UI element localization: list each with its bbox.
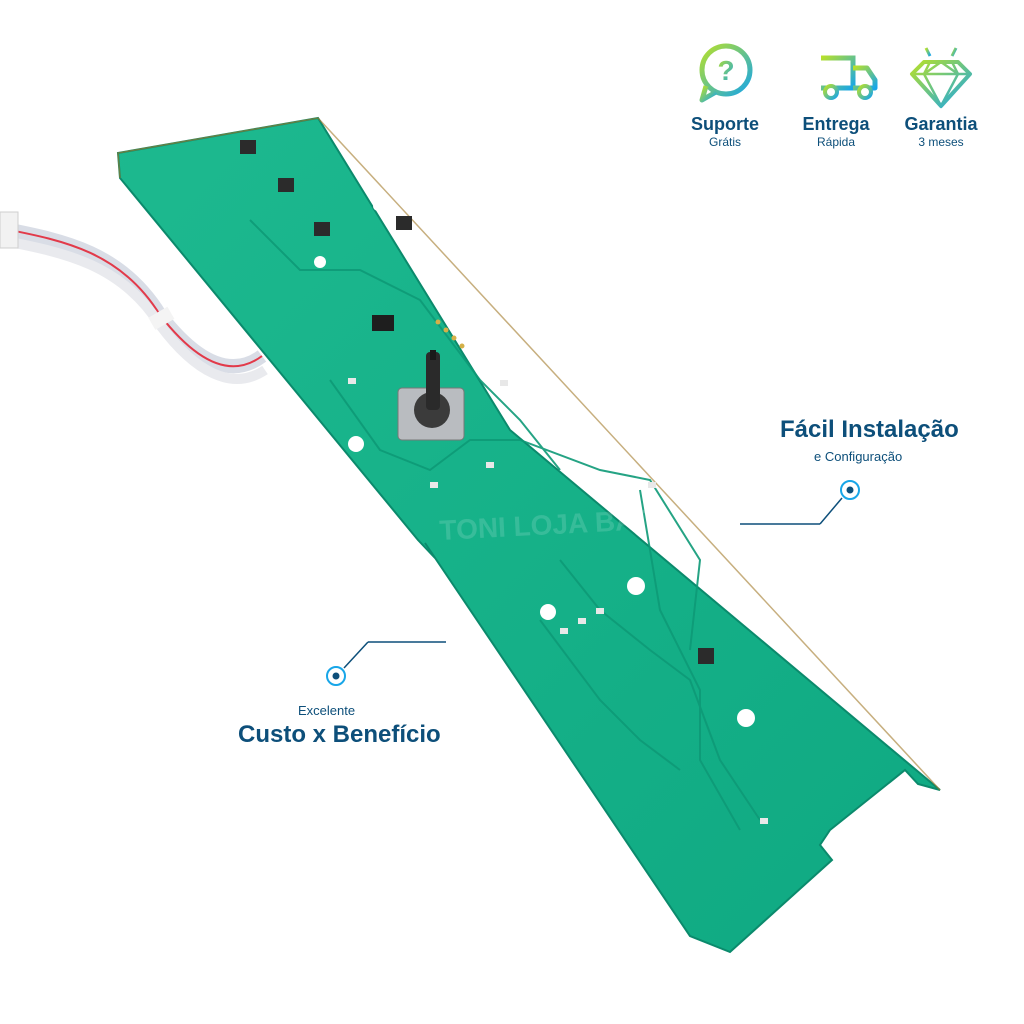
cost-pointer	[326, 641, 446, 686]
svg-text:?: ?	[717, 55, 734, 86]
delivery-truck-icon	[801, 40, 878, 110]
feature-delivery: Entrega Rápida	[781, 40, 891, 149]
pcb-board	[116, 116, 941, 954]
feature-subtitle: 3 meses	[918, 135, 964, 149]
feature-title: Suporte	[690, 114, 759, 134]
feature-title: Garantia	[904, 114, 978, 134]
installation-subtitle: e Configuração	[814, 449, 903, 464]
chat-question-icon: ?	[690, 40, 760, 110]
feature-subtitle: Grátis	[708, 135, 741, 149]
diamond-icon	[906, 40, 976, 110]
installation-pointer	[740, 480, 860, 525]
feature-support: ? Suporte Grátis	[670, 40, 780, 149]
wire-harness	[0, 211, 268, 384]
feature-title: Entrega	[802, 114, 870, 134]
feature-warranty: Garantia 3 meses	[886, 40, 996, 149]
feature-subtitle: Rápida	[816, 135, 856, 149]
installation-title: Fácil Instalação	[780, 416, 959, 443]
cost-title: Custo x Benefício	[238, 721, 441, 748]
rotary-encoder	[397, 350, 465, 441]
cost-small-label: Excelente	[298, 703, 356, 718]
